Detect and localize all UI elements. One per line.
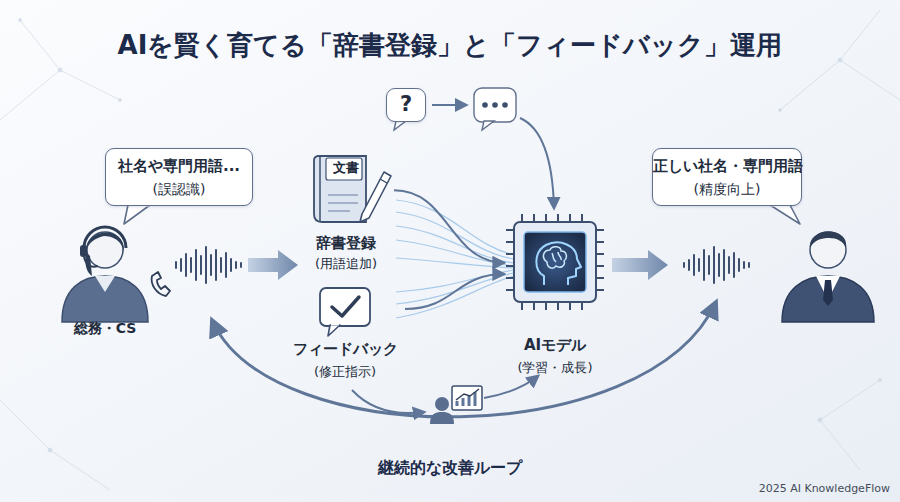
block-arrow xyxy=(248,250,298,280)
connector-arrow xyxy=(405,274,505,309)
data-flow-lines xyxy=(396,200,514,318)
footer-credit: 2025 AI KnowledgeFlow xyxy=(700,482,890,495)
arrow xyxy=(484,376,538,398)
ai-chip xyxy=(506,214,604,310)
check-bubble-icon xyxy=(320,288,370,336)
dictionary-node: 文書辞書登録 (用語追加) xyxy=(298,150,394,276)
bubble-tail xyxy=(124,205,150,224)
loop-arrow xyxy=(212,302,716,417)
node-sublabel: (誤認識) xyxy=(106,181,252,198)
node-label: ? xyxy=(387,92,425,117)
sound-wave xyxy=(684,247,749,283)
phone-icon xyxy=(152,272,170,296)
node-label: 社名や専門用語... xyxy=(106,157,252,175)
speech-bubble: 社名や専門用語... (誤認識) xyxy=(105,148,253,206)
operator-node: 総務・CS xyxy=(45,212,165,342)
customer-figure xyxy=(782,232,874,323)
operator-figure xyxy=(62,227,148,322)
node-sublabel: (学習・成長) xyxy=(505,360,605,376)
connector-arrow xyxy=(394,190,505,262)
speech-bubble: 正しい社名・専門用語 (精度向上) xyxy=(652,148,802,206)
block-arrow xyxy=(612,250,668,280)
diagram-title: AIを賢く育てる「辞書登録」と「フィードバック」運用 xyxy=(0,28,900,63)
bubble-tail xyxy=(394,121,406,130)
node-sublabel: (修正指示) xyxy=(285,364,405,380)
question-bubble: ? xyxy=(386,88,426,122)
node-label: AIモデル xyxy=(505,336,605,354)
ai-model-node: AIモデル (学習・成長) xyxy=(505,218,605,378)
arrow xyxy=(520,118,554,208)
arrow xyxy=(432,104,466,106)
sound-wave xyxy=(176,247,241,283)
node-label: 文書 xyxy=(298,160,394,176)
loop-label: 継続的な改善ループ xyxy=(350,458,550,479)
bubble-tail xyxy=(770,205,800,224)
node-sublabel: 辞書登録 xyxy=(298,234,394,252)
analyst-icon xyxy=(430,386,482,424)
node-sublabel: (用語追加) xyxy=(298,256,394,272)
arrow xyxy=(352,390,424,413)
node-label: 総務・CS xyxy=(45,320,165,337)
node-label: 正しい社名・専門用語 xyxy=(653,157,801,175)
feedback-node: フィードバック (修正指示) xyxy=(285,284,405,384)
node-label: フィードバック xyxy=(285,340,405,358)
node-sublabel: (精度向上) xyxy=(653,181,801,198)
network-decoration xyxy=(0,10,900,490)
thinking-bubble xyxy=(474,88,516,130)
